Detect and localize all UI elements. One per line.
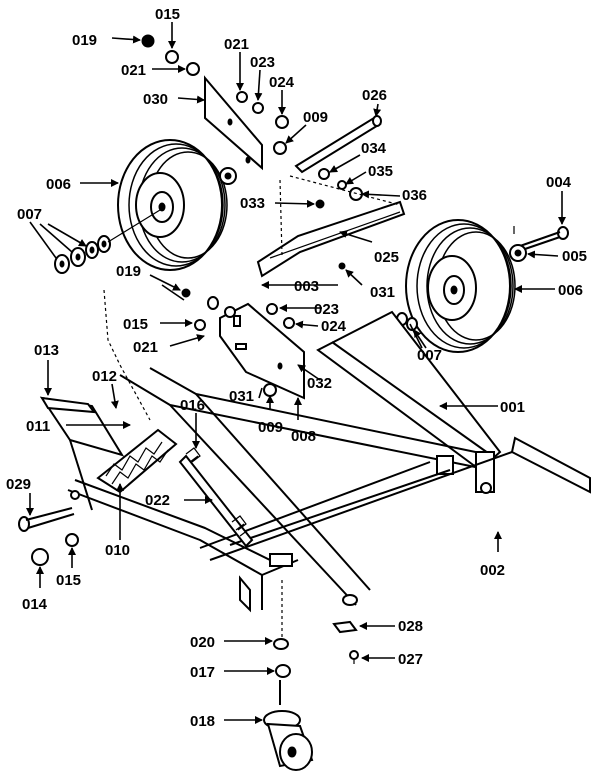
callout-032: 032 bbox=[307, 375, 332, 392]
callout-labels: 015 019 021 021 023 024 030 009 026 034 … bbox=[6, 6, 587, 730]
callout-031-a: 031 bbox=[370, 284, 395, 301]
callout-006-a: 006 bbox=[46, 176, 71, 193]
knob-hardware bbox=[31, 533, 79, 566]
callout-019-b: 019 bbox=[116, 263, 141, 280]
upper-bracket-plate bbox=[204, 75, 263, 185]
tension-rod bbox=[178, 447, 254, 548]
callout-027: 027 bbox=[398, 651, 423, 668]
callout-030: 030 bbox=[143, 91, 168, 108]
callout-023-a: 023 bbox=[250, 54, 275, 71]
callout-021-b: 021 bbox=[224, 36, 249, 53]
callout-009-b: 009 bbox=[258, 419, 283, 436]
left-wheel bbox=[117, 139, 228, 271]
center-bracket-plate bbox=[219, 302, 305, 400]
callout-007-a: 007 bbox=[17, 206, 42, 223]
wheel-bolt bbox=[509, 226, 569, 262]
callout-009-a: 009 bbox=[303, 109, 328, 126]
callout-014: 014 bbox=[22, 596, 48, 613]
callout-025: 025 bbox=[374, 249, 399, 266]
small-clip bbox=[332, 620, 359, 664]
callout-016: 016 bbox=[180, 397, 205, 414]
callout-012: 012 bbox=[92, 368, 117, 385]
callout-021-c: 021 bbox=[133, 339, 158, 356]
axle-rod bbox=[294, 115, 382, 174]
callout-024-a: 024 bbox=[269, 74, 295, 91]
callout-015-b: 015 bbox=[123, 316, 148, 333]
callout-015-top: 015 bbox=[155, 6, 180, 23]
callout-013: 013 bbox=[34, 342, 59, 359]
callout-021-a: 021 bbox=[121, 62, 146, 79]
center-hardware bbox=[181, 288, 295, 331]
right-wheel bbox=[405, 219, 516, 353]
callout-008: 008 bbox=[291, 428, 316, 445]
callout-020: 020 bbox=[190, 634, 215, 651]
front-frame bbox=[39, 396, 299, 613]
callout-007-b: 007 bbox=[417, 347, 442, 364]
callout-019-top: 019 bbox=[72, 32, 97, 49]
diagram-artwork bbox=[18, 34, 591, 771]
callout-028: 028 bbox=[398, 618, 423, 635]
callout-029: 029 bbox=[6, 476, 31, 493]
caster bbox=[263, 638, 314, 771]
long-bolt bbox=[18, 507, 75, 532]
assembly-line bbox=[103, 289, 151, 421]
callout-018: 018 bbox=[190, 713, 215, 730]
callout-031-b: 031 bbox=[229, 388, 254, 405]
callout-005: 005 bbox=[562, 248, 587, 265]
callout-001: 001 bbox=[500, 399, 525, 416]
callout-023-b: 023 bbox=[314, 301, 339, 318]
handle bbox=[40, 396, 97, 414]
callout-002: 002 bbox=[480, 562, 505, 579]
callout-035: 035 bbox=[368, 163, 393, 180]
callout-034: 034 bbox=[361, 140, 387, 157]
callout-017: 017 bbox=[190, 664, 215, 681]
callout-024-b: 024 bbox=[321, 318, 347, 335]
upper-hardware bbox=[141, 34, 289, 155]
callout-006-b: 006 bbox=[558, 282, 583, 299]
callout-015-c: 015 bbox=[56, 572, 81, 589]
callout-011: 011 bbox=[26, 418, 50, 435]
callout-036: 036 bbox=[402, 187, 427, 204]
callout-004: 004 bbox=[546, 174, 572, 191]
main-frame bbox=[119, 310, 502, 606]
callout-003: 003 bbox=[294, 278, 319, 295]
callout-022: 022 bbox=[145, 492, 170, 509]
callout-026: 026 bbox=[362, 87, 387, 104]
lower-bracket bbox=[256, 175, 406, 278]
callout-leaders bbox=[26, 22, 566, 724]
callout-010: 010 bbox=[105, 542, 130, 559]
spring-assembly bbox=[96, 428, 178, 494]
left-wheel-washers bbox=[54, 209, 161, 274]
callout-033: 033 bbox=[240, 195, 265, 212]
